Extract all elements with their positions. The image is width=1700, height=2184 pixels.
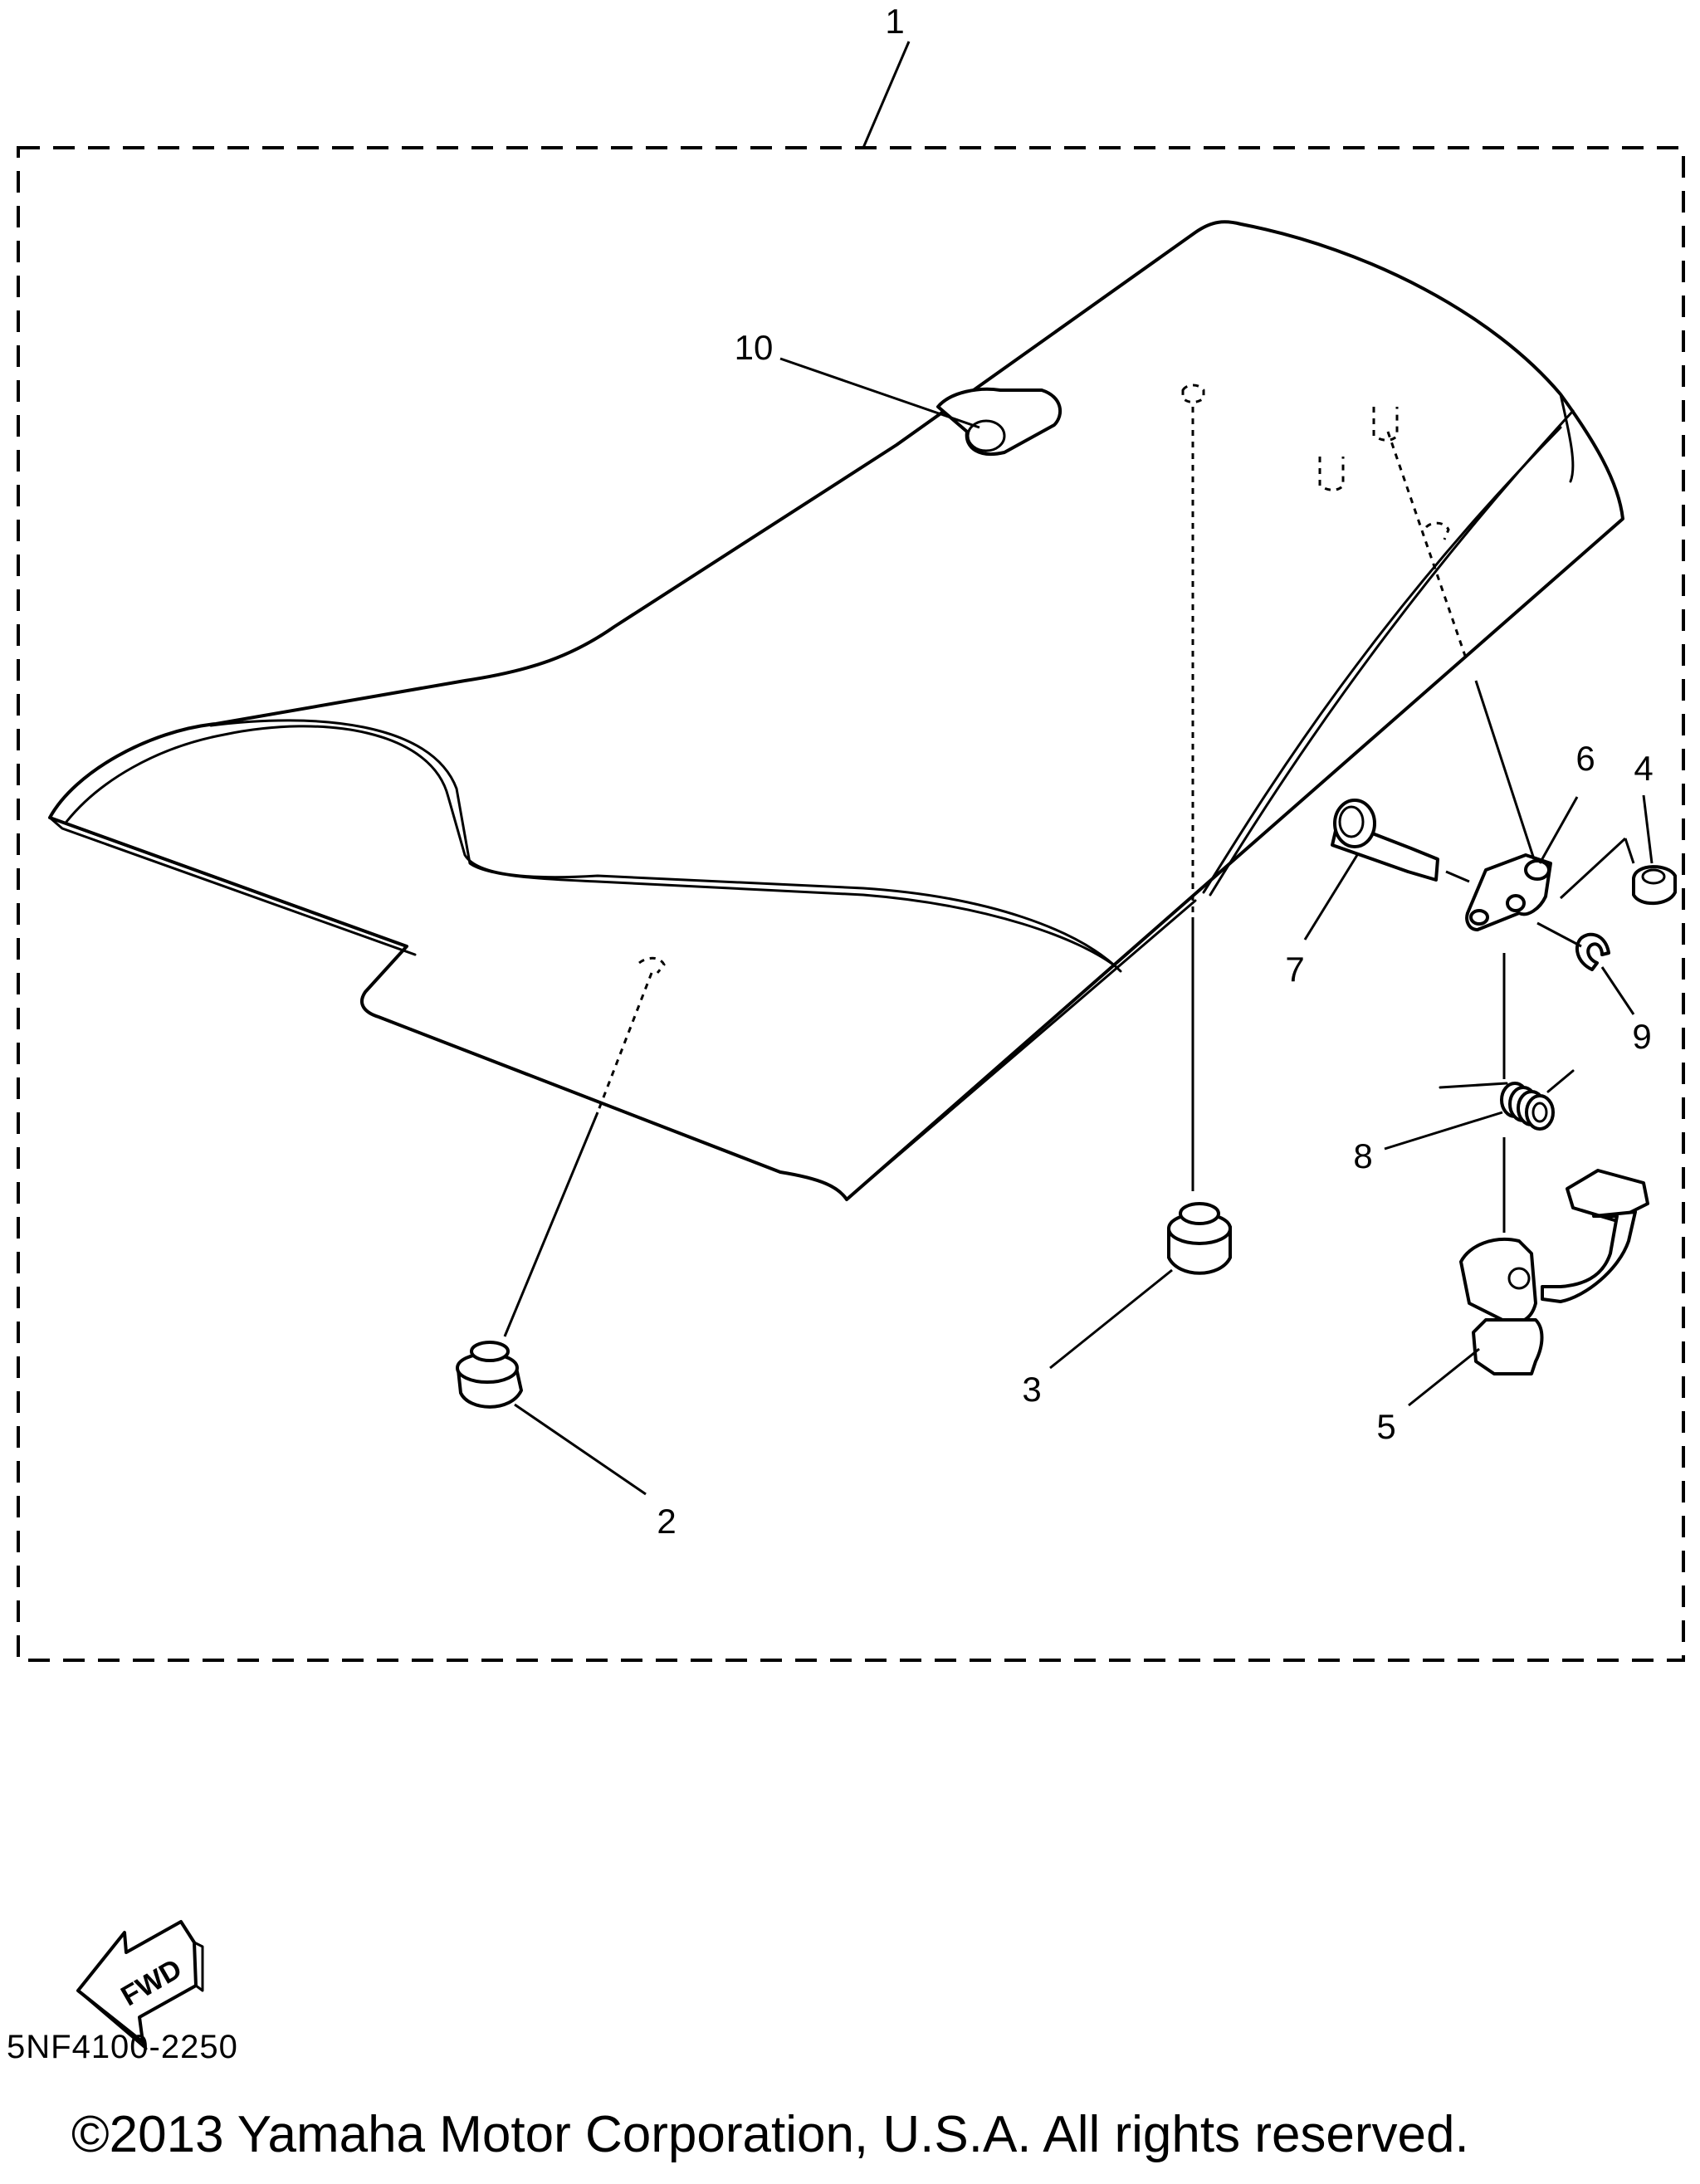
callout-10: 10 [735,328,774,367]
callout-8: 8 [1353,1136,1372,1175]
leader-3 [1049,1268,1173,1370]
callout-2: 2 [657,1502,676,1541]
leader-5 [1408,1347,1480,1407]
leader-9-a [1536,921,1582,948]
callout-7: 7 [1285,950,1304,989]
callout-4: 4 [1634,749,1653,788]
callout-9: 9 [1632,1017,1651,1056]
leader-7-ext [1445,870,1470,883]
dash-6 [1386,431,1467,657]
damper-right [1167,1202,1232,1275]
spring [1439,1069,1575,1131]
leader-2 [514,1403,647,1496]
leader-1 [862,41,911,149]
leader-4-b [1624,838,1635,864]
copyright-notice: ©2013 Yamaha Motor Corporation, U.S.A. A… [71,2106,1469,2163]
leader-8 [1384,1111,1503,1151]
leader-9 [1600,966,1635,1015]
leader-6 [1538,796,1579,864]
leader-4-a [1559,837,1627,900]
leader-4-down [1642,794,1654,864]
part-code: 5NF4100-2250 [7,2029,238,2065]
leader-10 [779,357,980,429]
seat-lock-lever [1459,1169,1649,1375]
callout-5: 5 [1376,1407,1395,1446]
damper-left [456,1341,523,1409]
bolt [1331,799,1439,882]
nut [1632,865,1677,906]
leader-7 [1303,854,1359,941]
seat [48,220,1624,1201]
callout-6: 6 [1575,739,1595,778]
leader-6-up [1474,680,1536,860]
callout-3: 3 [1022,1370,1041,1409]
leader-2-up [503,1112,599,1337]
callout-1: 1 [885,2,904,41]
latch-bracket [1465,853,1552,931]
assembly-boundary [17,146,1685,1662]
circlip [1575,932,1610,971]
dash-2 [596,972,653,1113]
